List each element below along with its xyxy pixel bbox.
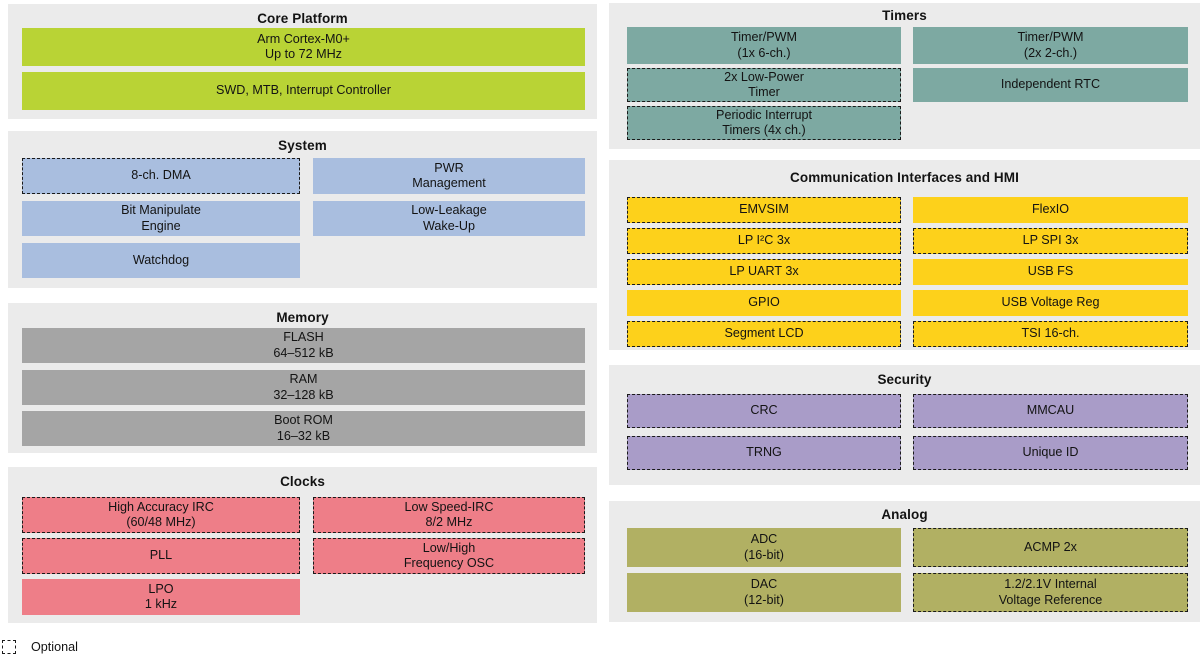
block-lp-i2c-3x: LP I²C 3x: [627, 228, 901, 254]
block-mmcau: MMCAU: [913, 394, 1188, 428]
block-low-high-frequency-osc: Low/High Frequency OSC: [313, 538, 585, 574]
section-title-communication-hmi: Communication Interfaces and HMI: [790, 170, 1019, 185]
section-analog: Analog ADC (16-bit) ACMP 2x DAC (12-bit)…: [609, 501, 1200, 622]
block-low-leakage-wakeup: Low-Leakage Wake-Up: [313, 201, 585, 236]
block-lpo: LPO 1 kHz: [22, 579, 300, 615]
section-communication-hmi: Communication Interfaces and HMI EMVSIM …: [609, 160, 1200, 350]
block-arm-cortex-m0plus: Arm Cortex-M0+ Up to 72 MHz: [22, 28, 585, 66]
block-lp-spi-3x: LP SPI 3x: [913, 228, 1188, 254]
block-trng: TRNG: [627, 436, 901, 470]
block-lp-uart-3x: LP UART 3x: [627, 259, 901, 285]
section-clocks: Clocks High Accuracy IRC (60/48 MHz) Low…: [8, 467, 597, 623]
block-periodic-interrupt-timers: Periodic Interrupt Timers (4x ch.): [627, 106, 901, 140]
block-dac-12bit: DAC (12-bit): [627, 573, 901, 612]
section-title-system: System: [278, 138, 327, 153]
section-memory: Memory FLASH 64–512 kB RAM 32–128 kB Boo…: [8, 303, 597, 453]
section-title-timers: Timers: [882, 8, 927, 23]
block-usb-voltage-reg: USB Voltage Reg: [913, 290, 1188, 316]
block-timer-pwm-1x6ch: Timer/PWM (1x 6-ch.): [627, 27, 901, 64]
block-usb-fs: USB FS: [913, 259, 1188, 285]
block-ram: RAM 32–128 kB: [22, 370, 585, 405]
block-watchdog: Watchdog: [22, 243, 300, 278]
section-title-core-platform: Core Platform: [257, 11, 348, 26]
block-2x-low-power-timer: 2x Low-Power Timer: [627, 68, 901, 102]
block-flexio: FlexIO: [913, 197, 1188, 223]
block-low-speed-irc: Low Speed-IRC 8/2 MHz: [313, 497, 585, 533]
block-bit-manipulate-engine: Bit Manipulate Engine: [22, 201, 300, 236]
section-system: System 8-ch. DMA PWR Management Bit Mani…: [8, 131, 597, 288]
block-internal-voltage-reference: 1.2/2.1V Internal Voltage Reference: [913, 573, 1188, 612]
block-tsi-16ch: TSI 16-ch.: [913, 321, 1188, 347]
section-security: Security CRC MMCAU TRNG Unique ID: [609, 365, 1200, 485]
block-acmp-2x: ACMP 2x: [913, 528, 1188, 567]
block-pwr-management: PWR Management: [313, 158, 585, 194]
block-boot-rom: Boot ROM 16–32 kB: [22, 411, 585, 446]
block-high-accuracy-irc: High Accuracy IRC (60/48 MHz): [22, 497, 300, 533]
optional-dashed-swatch: [2, 640, 16, 654]
block-segment-lcd: Segment LCD: [627, 321, 901, 347]
block-emvsim: EMVSIM: [627, 197, 901, 223]
block-flash: FLASH 64–512 kB: [22, 328, 585, 363]
legend-optional: Optional: [2, 640, 78, 654]
block-8ch-dma: 8-ch. DMA: [22, 158, 300, 194]
block-unique-id: Unique ID: [913, 436, 1188, 470]
section-title-memory: Memory: [276, 310, 329, 325]
block-pll: PLL: [22, 538, 300, 574]
section-timers: Timers Timer/PWM (1x 6-ch.) Timer/PWM (2…: [609, 3, 1200, 149]
section-title-analog: Analog: [881, 507, 928, 522]
legend-optional-label: Optional: [31, 640, 78, 654]
block-timer-pwm-2x2ch: Timer/PWM (2x 2-ch.): [913, 27, 1188, 64]
section-title-clocks: Clocks: [280, 474, 325, 489]
block-independent-rtc: Independent RTC: [913, 68, 1188, 102]
block-crc: CRC: [627, 394, 901, 428]
block-adc-16bit: ADC (16-bit): [627, 528, 901, 567]
section-core-platform: Core Platform Arm Cortex-M0+ Up to 72 MH…: [8, 4, 597, 119]
section-title-security: Security: [877, 372, 932, 387]
block-swd-mtb-interrupt-controller: SWD, MTB, Interrupt Controller: [22, 72, 585, 110]
block-gpio: GPIO: [627, 290, 901, 316]
